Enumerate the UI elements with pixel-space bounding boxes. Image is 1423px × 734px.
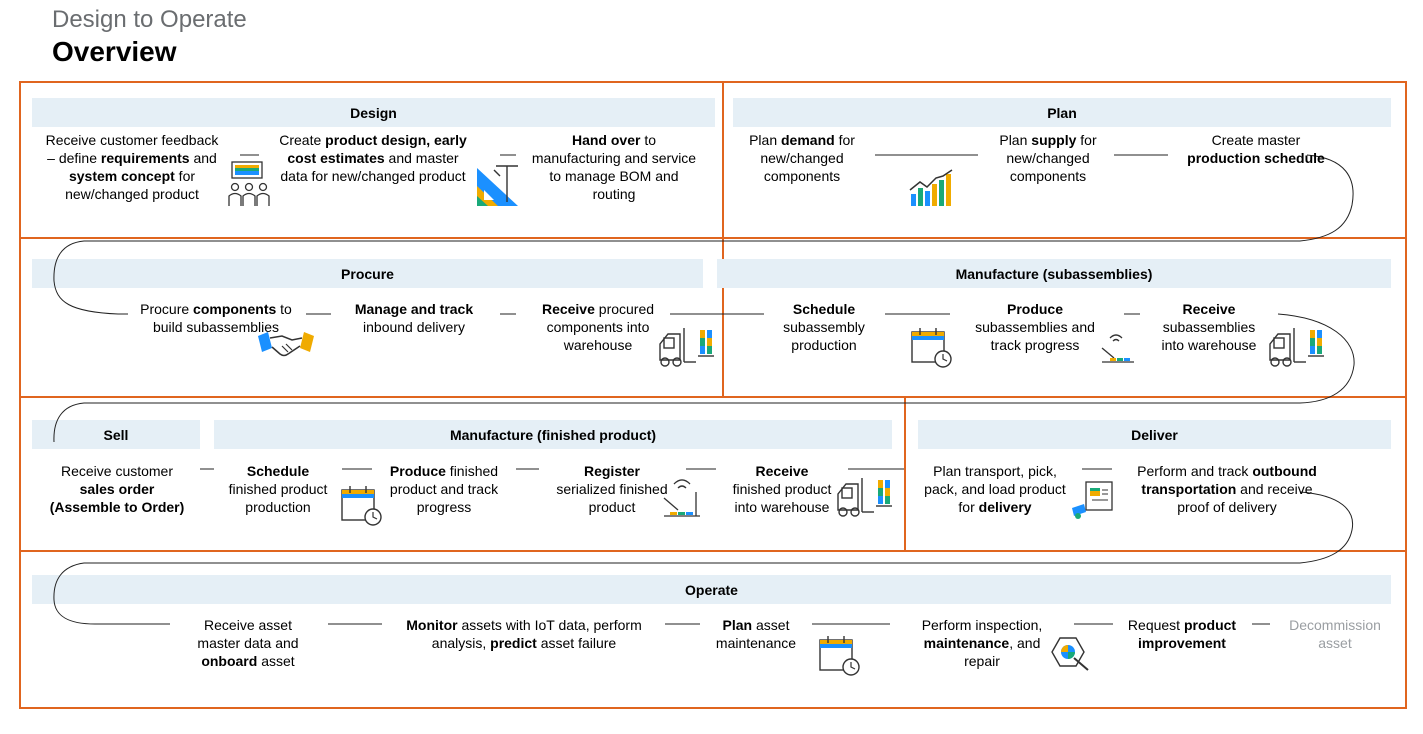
band-manufacture-sub: Manufacture (subassemblies) xyxy=(717,259,1391,288)
band-plan: Plan xyxy=(733,98,1391,127)
wrench-icon xyxy=(1051,637,1089,671)
step-plan-transport: Plan transport, pick,pack, and load prod… xyxy=(924,463,1066,515)
frame-operate xyxy=(19,550,1407,709)
forklift-icon xyxy=(1269,328,1324,367)
step-receive-feedback: Receive customer feedback– define requir… xyxy=(45,132,219,202)
growth-chart-icon xyxy=(909,169,953,206)
band-design: Design xyxy=(32,98,715,127)
delivery-cart-icon xyxy=(1072,481,1113,519)
production-line-icon xyxy=(1101,334,1134,363)
handshake-icon xyxy=(258,332,314,357)
band-deliver: Deliver xyxy=(918,420,1391,449)
band-manufacture-fin: Manufacture (finished product) xyxy=(214,420,892,449)
band-sell: Sell xyxy=(32,420,200,449)
band-operate: Operate xyxy=(32,575,1391,604)
forklift-icon xyxy=(837,478,892,517)
people-icon xyxy=(228,161,270,206)
forklift-icon xyxy=(659,328,714,367)
design-tools-icon xyxy=(477,165,518,206)
page-supertitle: Design to Operate xyxy=(52,6,247,33)
calendar-clock-icon xyxy=(341,486,382,526)
calendar-clock-icon xyxy=(819,636,860,676)
calendar-clock-icon xyxy=(911,328,952,368)
production-line-icon xyxy=(663,479,700,517)
page-title: Overview xyxy=(52,36,177,67)
band-procure: Procure xyxy=(32,259,703,288)
